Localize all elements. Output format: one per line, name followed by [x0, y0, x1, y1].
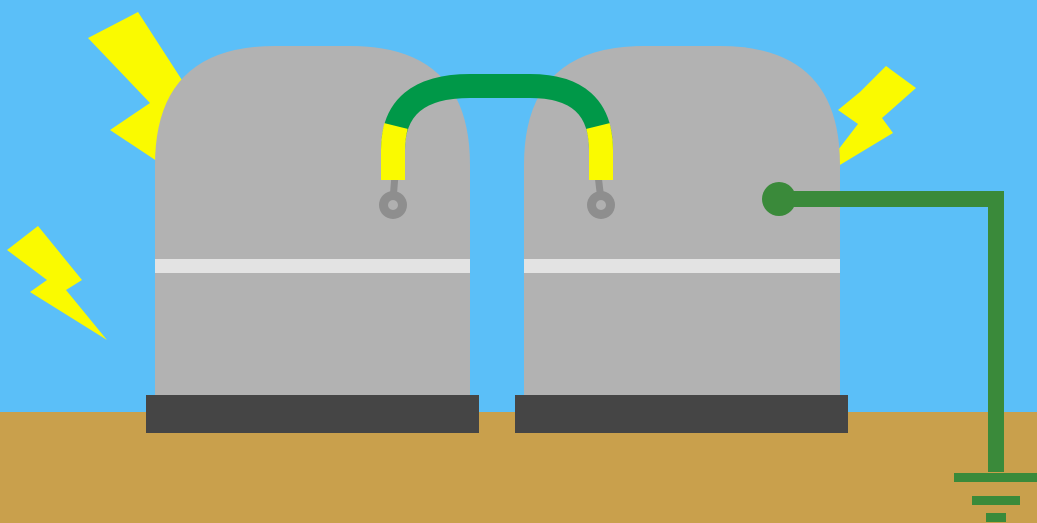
cable-insulation-right [586, 123, 613, 180]
terminal-hole [596, 200, 606, 210]
lightning-bolt-icon [815, 66, 916, 180]
ground-bar [972, 496, 1020, 505]
tank-band [155, 259, 470, 273]
tank-base [515, 395, 848, 433]
bonding-cable [381, 74, 613, 178]
bonding-cable-icon [381, 74, 613, 180]
tank-base [146, 395, 479, 433]
cable-insulation-left [381, 123, 408, 180]
lightning-bolt-icon [7, 226, 107, 340]
ground-symbol-icon [954, 473, 1037, 522]
ground-bar [954, 473, 1037, 482]
earth-connection [762, 182, 1037, 522]
ground-bar [986, 513, 1006, 522]
terminal-hole [388, 200, 398, 210]
tank-band [524, 259, 840, 273]
earth-wire [779, 191, 1004, 472]
